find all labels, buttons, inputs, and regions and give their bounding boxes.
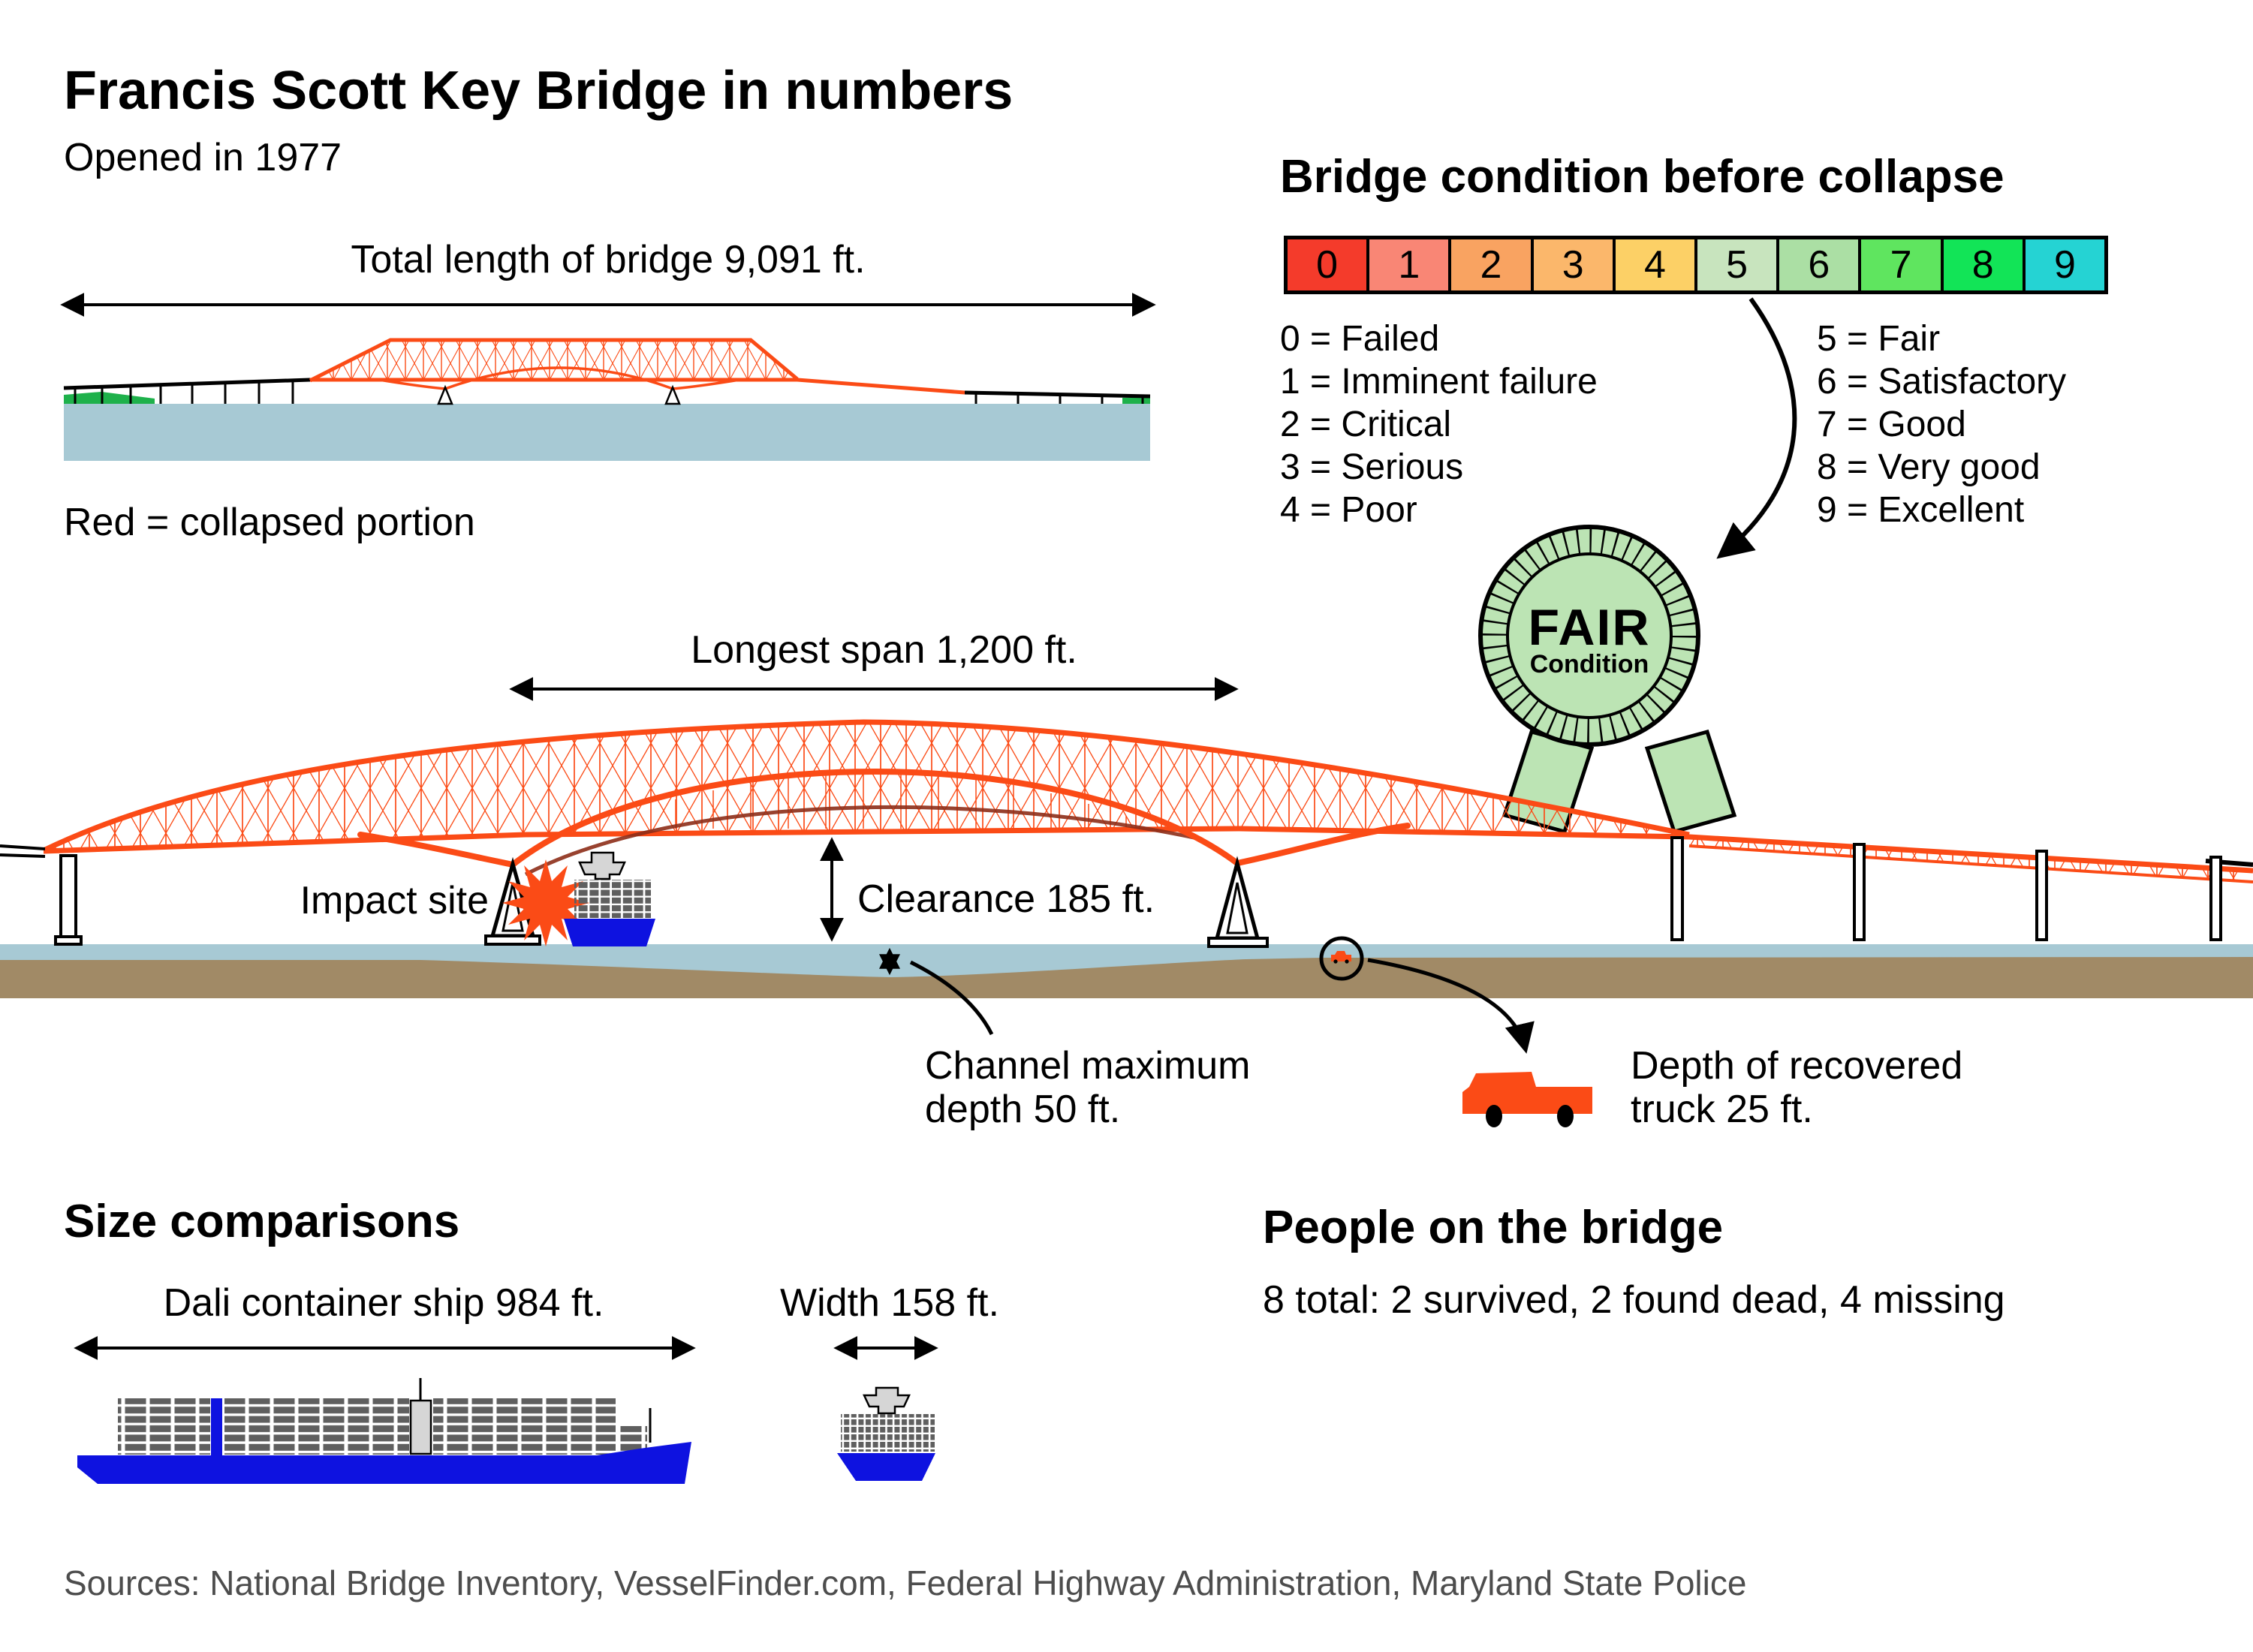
scale-cell-9: 9	[2025, 239, 2105, 290]
condition-legend-right: 5 = Fair 6 = Satisfactory 7 = Good 8 = V…	[1817, 318, 2066, 532]
scale-cell-3: 3	[1533, 239, 1613, 290]
truck-icon	[1462, 1072, 1592, 1127]
fair-badge-subtitle: Condition	[1529, 650, 1649, 679]
people-heading: People on the bridge	[1263, 1202, 1724, 1253]
scale-cell-7: 7	[1861, 239, 1941, 290]
submerged-truck-circle	[1319, 936, 1364, 981]
main-bridge-diagram	[0, 677, 2253, 1127]
sources-line: Sources: National Bridge Inventory, Vess…	[64, 1563, 1747, 1602]
legend-item: 4 = Poor	[1280, 490, 1417, 530]
page-title: Francis Scott Key Bridge in numbers	[64, 61, 1014, 121]
condition-heading: Bridge condition before collapse	[1280, 151, 2005, 203]
channel-depth-label-line1: Channel maximum	[925, 1044, 1251, 1088]
scale-cell-6: 6	[1779, 239, 1859, 290]
mini-land-right	[1122, 398, 1150, 404]
scale-to-ribbon-arrow	[1716, 297, 1797, 559]
scale-cell-0: 0	[1288, 239, 1367, 290]
legend-item: 0 = Failed	[1280, 319, 1440, 359]
people-stats: 8 total: 2 survived, 2 found dead, 4 mis…	[1263, 1278, 2005, 1322]
truck-depth-label-line2: truck 25 ft.	[1631, 1088, 1813, 1131]
submerged-truck-icon	[1331, 951, 1351, 964]
impact-site-label: Impact site	[300, 879, 489, 922]
impact-starburst-icon	[502, 859, 589, 946]
award-ribbon-icon	[1478, 297, 1797, 835]
legend-item: 7 = Good	[1817, 405, 1966, 444]
container-ship-side-icon	[77, 1378, 691, 1484]
total-length-label: Total length of bridge 9,091 ft.	[351, 238, 866, 281]
container-ship-front-icon	[837, 1386, 935, 1481]
scale-cell-5: 5	[1697, 239, 1777, 290]
size-comparison-diagram	[74, 1336, 938, 1484]
legend-item: 1 = Imminent failure	[1280, 362, 1598, 402]
legend-item: 6 = Satisfactory	[1817, 362, 2067, 402]
red-legend-label: Red = collapsed portion	[64, 501, 475, 544]
legend-item: 5 = Fair	[1817, 319, 1941, 359]
size-comparisons-heading: Size comparisons	[64, 1196, 460, 1247]
mini-land-left	[64, 392, 155, 404]
channel-depth-label-line2: depth 50 ft.	[925, 1088, 1121, 1131]
dali-ship-label: Dali container ship 984 ft.	[163, 1281, 604, 1325]
legend-item: 2 = Critical	[1280, 405, 1452, 444]
fair-badge-title: FAIR	[1528, 599, 1651, 656]
left-approach-pier	[59, 854, 77, 938]
clearance-label: Clearance 185 ft.	[857, 877, 1155, 921]
condition-legend-left: 0 = Failed 1 = Imminent failure 2 = Crit…	[1280, 318, 1598, 532]
legend-item: 3 = Serious	[1280, 447, 1464, 487]
condition-scale-bar: 0 1 2 3 4 5 6 7 8 9	[1284, 236, 2108, 294]
legend-item: 8 = Very good	[1817, 447, 2041, 487]
scale-cell-4: 4	[1615, 239, 1695, 290]
ship-width-label: Width 158 ft.	[780, 1281, 999, 1325]
page-subtitle: Opened in 1977	[64, 136, 342, 179]
riverbed	[0, 957, 2253, 998]
scale-cell-1: 1	[1369, 239, 1449, 290]
truck-callout-arrow	[1367, 958, 1535, 1054]
channel-callout-line	[909, 960, 994, 1036]
mini-water	[64, 404, 1150, 461]
scale-cell-2: 2	[1451, 239, 1531, 290]
truck-depth-label-line1: Depth of recovered	[1631, 1044, 1963, 1088]
scale-cell-8: 8	[1943, 239, 2023, 290]
legend-item: 9 = Excellent	[1817, 490, 2025, 530]
impact-ship-icon	[564, 851, 655, 946]
top-bridge-diagram	[60, 293, 1156, 461]
longest-span-label: Longest span 1,200 ft.	[691, 628, 1077, 672]
